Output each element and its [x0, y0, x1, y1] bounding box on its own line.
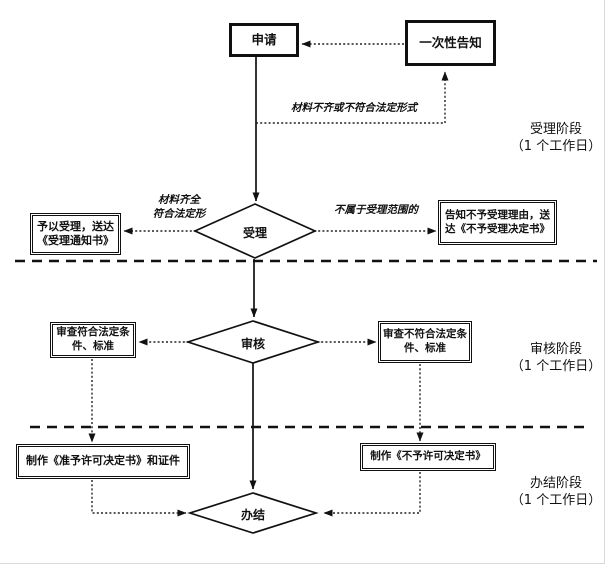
- stage-label-accept: 受理阶段 （1 个工作日）: [497, 121, 604, 155]
- stage-label-accept-line1: 受理阶段: [529, 122, 582, 137]
- node-notify-reject-line2: 达《不予受理决定书》: [445, 222, 550, 235]
- edge-label-out-of-scope: 不属于受理范围的: [334, 204, 418, 216]
- node-grant-accept-line1: 予以受理，送达: [37, 219, 114, 233]
- node-review-fail: 审查不符合法定条 件、标准: [378, 321, 472, 363]
- arrow-incomplete-to-notice: [256, 71, 449, 124]
- diamond-accept-label: 受理: [242, 226, 267, 240]
- edge-label-materials-complete-line2: 符合法定形: [152, 208, 206, 220]
- diamond-finish: [187, 492, 319, 534]
- node-make-deny-label: 制作《不予许可决定书》: [370, 450, 486, 463]
- stage-label-finish-line1: 办结阶段: [529, 476, 582, 491]
- node-apply-label: 申请: [251, 31, 277, 47]
- node-one-time-notice: 一次性告知: [405, 20, 496, 66]
- node-notify-reject: 告知不予受理理由，送 达《不予受理决定书》: [438, 200, 557, 245]
- node-make-permit-label: 制作《准予许可决定书》和证件: [26, 454, 180, 468]
- node-one-time-notice-label: 一次性告知: [419, 34, 482, 50]
- diamond-finish-label: 办结: [240, 508, 265, 522]
- arrow-deny-to-finish: [323, 472, 421, 517]
- node-make-deny: 制作《不予许可决定书》: [360, 443, 496, 471]
- arrow-permit-to-finish: [91, 480, 187, 517]
- node-review-pass-line1: 审查符合法定条: [56, 326, 130, 339]
- stage-label-finish-line2: （1 个工作日）: [510, 493, 602, 508]
- node-review-fail-line2: 件、标准: [404, 342, 446, 354]
- node-make-permit: 制作《准予许可决定书》和证件: [16, 444, 190, 479]
- edge-label-materials-complete-line1: 材料齐全: [158, 194, 200, 206]
- diamond-review: [185, 320, 321, 364]
- node-review-pass-line2: 件、标准: [72, 340, 114, 352]
- stage-label-finish: 办结阶段 （1 个工作日）: [497, 475, 604, 509]
- stage-label-review-line1: 审核阶段: [529, 342, 582, 357]
- diamond-accept: [192, 203, 318, 259]
- edge-label-materials-incomplete: 材料不齐或不符合法定形式: [291, 102, 417, 114]
- node-review-pass: 审查符合法定条 件、标准: [50, 322, 136, 358]
- node-notify-reject-line1: 告知不予受理理由，送: [445, 208, 550, 221]
- node-grant-accept: 予以受理，送达 《受理通知书》: [30, 213, 121, 255]
- node-apply: 申请: [229, 23, 299, 57]
- diamond-review-label: 审核: [240, 337, 265, 351]
- node-review-fail-line1: 审查不符合法定条: [383, 328, 467, 341]
- stage-label-review: 审核阶段 （1 个工作日）: [497, 341, 604, 375]
- stage-label-review-line2: （1 个工作日）: [510, 359, 602, 374]
- edge-label-materials-complete: 材料齐全 符合法定形: [140, 193, 218, 221]
- stage-label-accept-line2: （1 个工作日）: [510, 139, 602, 154]
- node-grant-accept-line2: 《受理通知书》: [37, 234, 114, 247]
